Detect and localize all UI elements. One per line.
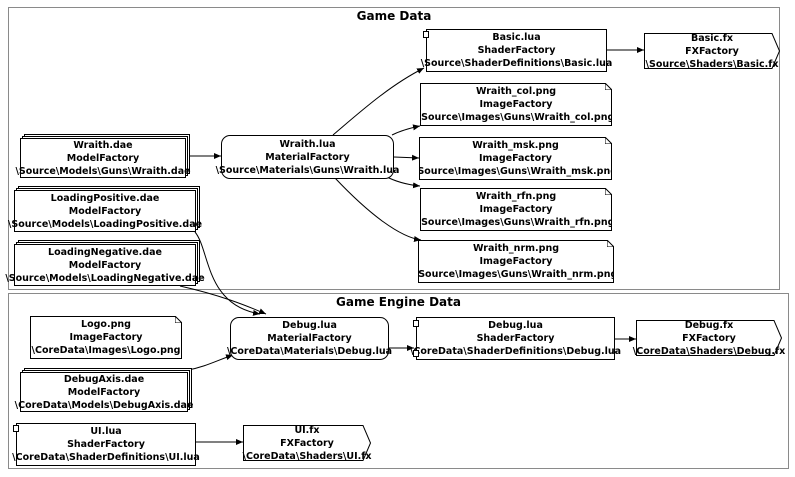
node-path: \Source\Images\Guns\Wraith_rfn.png bbox=[417, 217, 615, 228]
node-path: \CoreData\Materials\Debug.lua bbox=[226, 346, 393, 357]
node-name: Wraith_msk.png bbox=[472, 140, 559, 151]
node-path: \CoreData\Shaders\UI.fx bbox=[242, 450, 372, 462]
node-factory: ShaderFactory bbox=[67, 439, 145, 450]
node-name: Wraith_nrm.png bbox=[472, 243, 560, 254]
node-path: \Source\ShaderDefinitions\Basic.lua bbox=[420, 58, 613, 69]
node-name: Debug.lua bbox=[282, 320, 337, 331]
edge-loading-negative-to-debug-lua bbox=[179, 285, 267, 315]
ui-lua-shader-node[interactable]: UI.lua ShaderFactory \CoreData\ShaderDef… bbox=[12, 423, 200, 466]
node-name: Basic.lua bbox=[492, 32, 541, 43]
node-name: LoadingPositive.dae bbox=[50, 192, 160, 204]
node-factory: ModelFactory bbox=[68, 259, 142, 271]
node-name: Debug.fx bbox=[684, 319, 734, 331]
node-path: \Source\Materials\Guns\Wraith.lua bbox=[215, 164, 400, 176]
edge-wraith-lua-to-wraith-col bbox=[391, 124, 421, 136]
node-factory: ShaderFactory bbox=[477, 45, 556, 56]
node-path: \CoreData\ShaderDefinitions\Debug.lua bbox=[409, 346, 622, 357]
port-marker bbox=[13, 425, 19, 432]
edge-wraith-lua-to-basic-lua bbox=[332, 67, 425, 136]
node-name: Wraith_col.png bbox=[475, 86, 557, 97]
node-path: \Source\Shaders\Basic.fx bbox=[645, 58, 779, 70]
game-data-title: Game Data bbox=[356, 9, 432, 23]
node-factory: FXFactory bbox=[280, 437, 334, 449]
node-name: Basic.fx bbox=[690, 32, 734, 44]
node-name: UI.fx bbox=[294, 424, 320, 436]
port-marker bbox=[413, 350, 419, 357]
node-factory: MaterialFactory bbox=[267, 333, 352, 344]
node-factory: ModelFactory bbox=[67, 386, 141, 398]
node-factory: ModelFactory bbox=[68, 205, 142, 217]
node-path: \Source\Models\LoadingNegative.dae bbox=[5, 272, 205, 284]
loading-negative-model-node[interactable]: LoadingNegative.dae ModelFactory \Source… bbox=[5, 244, 205, 286]
edge-wraith-lua-to-wraith-msk bbox=[393, 154, 420, 161]
node-path: \CoreData\ShaderDefinitions\UI.lua bbox=[12, 452, 200, 463]
wraith-lua-material-node[interactable]: Wraith.lua MaterialFactory \Source\Mater… bbox=[216, 135, 399, 179]
debug-fx-shape bbox=[636, 320, 782, 356]
wraith-nrm-image-node[interactable]: Wraith_nrm.png ImageFactory \Source\Imag… bbox=[418, 240, 614, 283]
node-factory: ShaderFactory bbox=[476, 333, 555, 344]
node-path: \CoreData\Models\DebugAxis.dae bbox=[14, 399, 194, 411]
node-factory: ImageFactory bbox=[69, 332, 143, 343]
loading-positive-model-node[interactable]: LoadingPositive.dae ModelFactory \Source… bbox=[8, 190, 202, 232]
node-name: Logo.png bbox=[81, 319, 131, 330]
node-name: Wraith.dae bbox=[73, 139, 133, 151]
node-path: \Source\Models\LoadingPositive.dae bbox=[7, 218, 203, 230]
debug-fx-node[interactable]: Debug.fx FXFactory \CoreData\Shaders\Deb… bbox=[632, 319, 786, 357]
node-factory: ImageFactory bbox=[479, 99, 553, 110]
edge-loading-positive-to-debug-lua bbox=[194, 231, 261, 316]
node-name: LoadingNegative.dae bbox=[48, 246, 162, 258]
node-factory: ImageFactory bbox=[479, 204, 553, 215]
game-engine-data-title: Game Engine Data bbox=[336, 295, 461, 309]
ui-fx-node[interactable]: UI.fx FXFactory \CoreData\Shaders\UI.fx bbox=[242, 424, 372, 462]
node-path: \Source\Models\Guns\Wraith.dae bbox=[15, 165, 191, 177]
node-path: \Source\Images\Guns\Wraith_msk.png bbox=[413, 166, 618, 177]
wraith-dae-model-node[interactable]: Wraith.dae ModelFactory \Source\Models\G… bbox=[15, 138, 191, 178]
node-factory: MaterialFactory bbox=[265, 151, 350, 163]
node-factory: ImageFactory bbox=[478, 153, 552, 164]
basic-lua-shader-node[interactable]: Basic.lua ShaderFactory \Source\ShaderDe… bbox=[421, 29, 612, 72]
node-path: \CoreData\Shaders\Debug.fx bbox=[632, 345, 786, 357]
game-data-panel: Game Data bbox=[8, 7, 780, 290]
node-name: UI.lua bbox=[90, 426, 122, 437]
port-marker bbox=[423, 31, 429, 38]
port-marker bbox=[413, 320, 419, 327]
basic-fx-node[interactable]: Basic.fx FXFactory \Source\Shaders\Basic… bbox=[644, 32, 780, 70]
node-factory: ModelFactory bbox=[66, 152, 140, 164]
node-factory: ImageFactory bbox=[479, 256, 553, 267]
wraith-msk-image-node[interactable]: Wraith_msk.png ImageFactory \Source\Imag… bbox=[419, 137, 612, 180]
debug-lua-shader-node[interactable]: Debug.lua ShaderFactory \CoreData\Shader… bbox=[410, 317, 621, 360]
edge-wraith-lua-to-wraith-nrm bbox=[334, 177, 422, 242]
node-name: Wraith.lua bbox=[279, 138, 336, 150]
edge-debugaxis-to-debug-lua bbox=[187, 354, 234, 371]
node-path: \CoreData\Images\Logo.png bbox=[31, 345, 181, 356]
node-name: DebugAxis.dae bbox=[63, 373, 145, 385]
debugaxis-dae-model-node[interactable]: DebugAxis.dae ModelFactory \CoreData\Mod… bbox=[15, 372, 193, 412]
logo-png-image-node[interactable]: Logo.png ImageFactory \CoreData\Images\L… bbox=[30, 316, 182, 359]
node-name: Debug.lua bbox=[488, 320, 543, 331]
node-factory: FXFactory bbox=[682, 332, 736, 344]
edge-wraith-lua-to-wraith-rfn bbox=[384, 175, 421, 189]
node-name: Wraith_rfn.png bbox=[475, 191, 557, 202]
node-path: \Source\Images\Guns\Wraith_nrm.png bbox=[414, 269, 618, 280]
debug-lua-material-node[interactable]: Debug.lua MaterialFactory \CoreData\Mate… bbox=[226, 317, 393, 360]
node-path: \Source\Images\Guns\Wraith_col.png bbox=[417, 112, 615, 123]
game-engine-data-panel: Game Engine Data bbox=[8, 293, 789, 469]
basic-fx-shape bbox=[644, 33, 780, 69]
ui-fx-shape bbox=[243, 425, 371, 461]
node-factory: FXFactory bbox=[685, 45, 739, 57]
wraith-rfn-image-node[interactable]: Wraith_rfn.png ImageFactory \Source\Imag… bbox=[420, 188, 612, 231]
wraith-col-image-node[interactable]: Wraith_col.png ImageFactory \Source\Imag… bbox=[420, 83, 612, 126]
